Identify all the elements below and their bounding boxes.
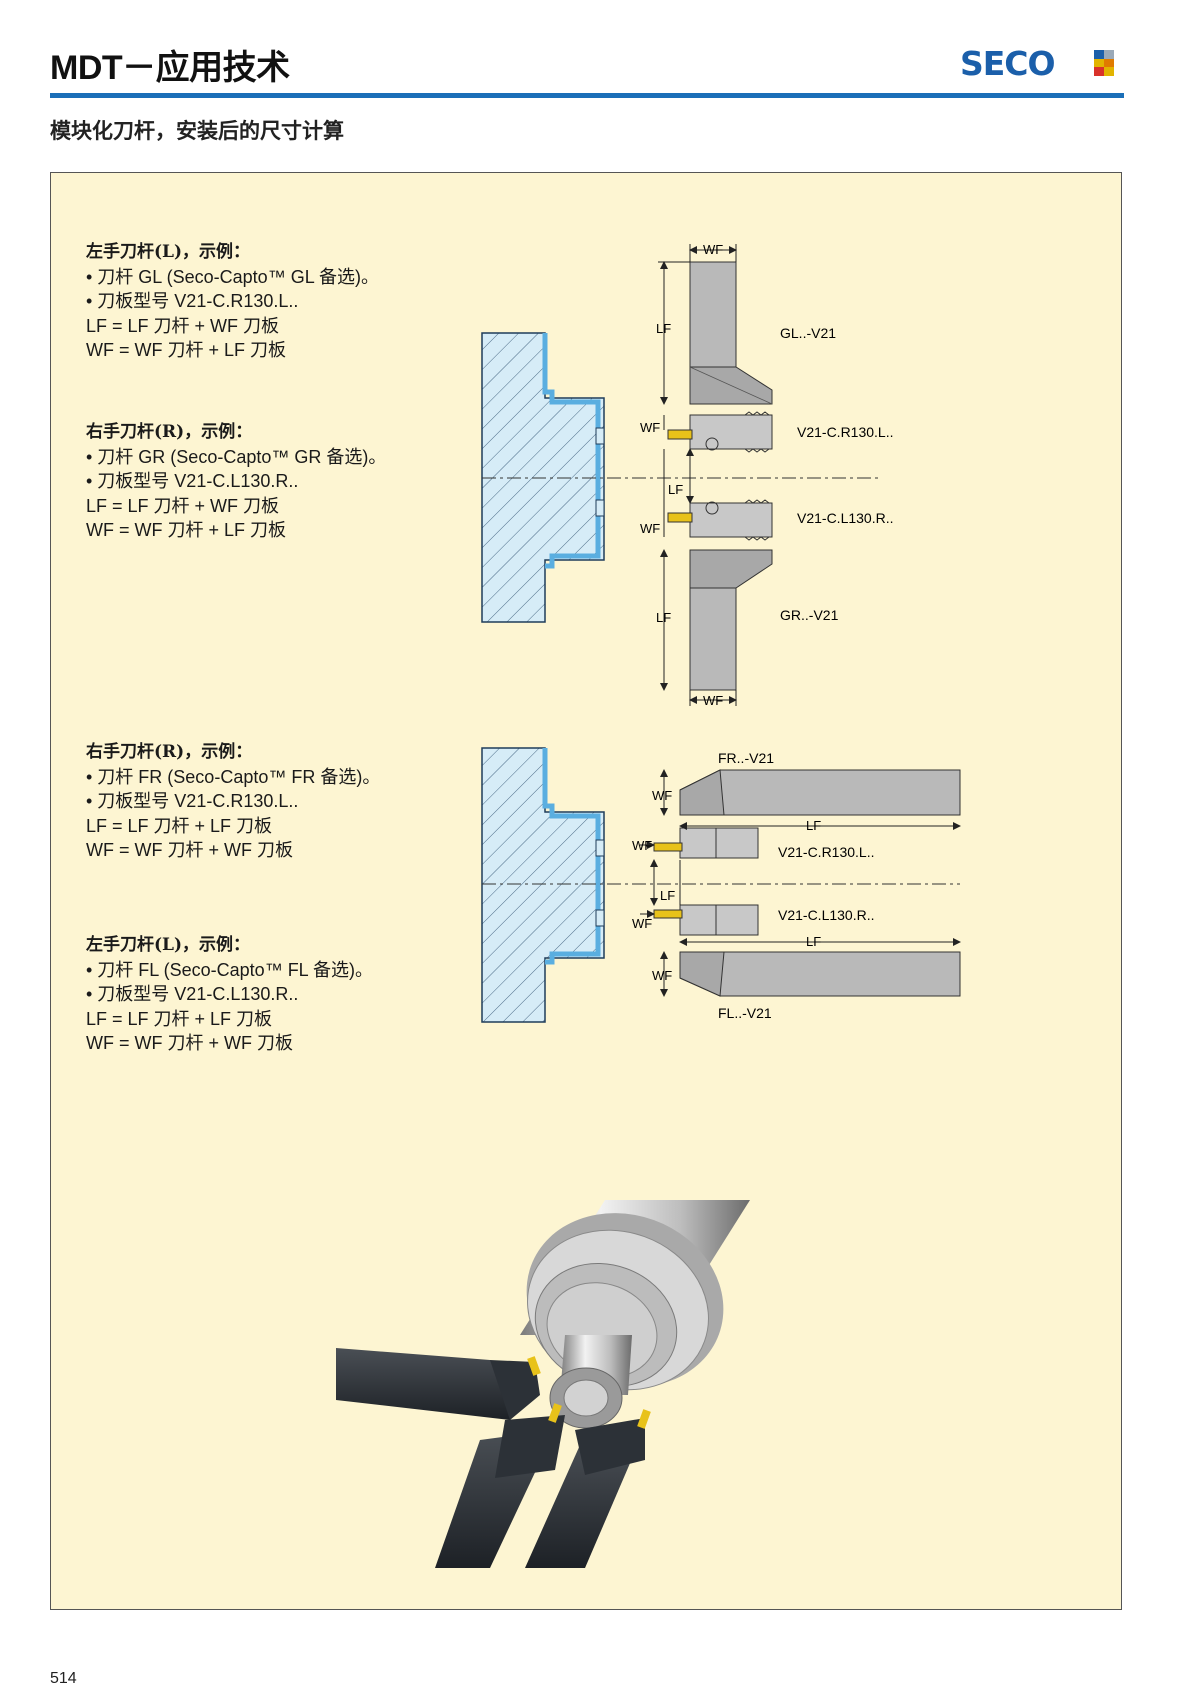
block-line: • 刀杆 GL (Seco-Capto™ GL 备选)。 <box>86 266 380 287</box>
logo-text: SECO <box>960 44 1056 83</box>
block-line: WF = WF 刀杆 + WF 刀板 <box>86 840 293 860</box>
label-insert-r-2: V21-C.R130.L.. <box>778 844 875 860</box>
block-line: WF = WF 刀杆 + LF 刀板 <box>86 520 287 540</box>
block-line: WF = WF 刀杆 + LF 刀板 <box>86 340 287 360</box>
block-heading: 右手刀杆(R)，示例： <box>86 422 253 442</box>
dim-wf-mid1-2: WF <box>632 838 652 853</box>
page-number: 514 <box>50 1670 77 1687</box>
dim-wf-top: WF <box>703 242 723 257</box>
label-fl: FL..-V21 <box>718 1005 772 1021</box>
block-line: • 刀杆 FR (Seco-Capto™ FR 备选)。 <box>86 766 381 787</box>
label-gr: GR..-V21 <box>780 607 839 623</box>
page-title: MDT－应用技术 <box>50 49 290 87</box>
block-line: LF = LF 刀杆 + LF 刀板 <box>86 1008 273 1029</box>
dim-lf-bot-2: LF <box>806 934 821 949</box>
dim-wf-mid2-2: WF <box>632 916 652 931</box>
dim-lf-mid-2: LF <box>660 888 675 903</box>
insert-l130r-2 <box>653 904 759 936</box>
logo-squares-icon <box>1094 50 1114 76</box>
dim-lf-mid: LF <box>668 482 683 497</box>
insert-l130r <box>667 499 773 541</box>
label-insert-l: V21-C.L130.R.. <box>797 510 894 526</box>
label-insert-r: V21-C.R130.L.. <box>797 424 894 440</box>
page-subtitle: 模块化刀杆，安装后的尺寸计算 <box>50 118 344 143</box>
label-insert-l-2: V21-C.L130.R.. <box>778 907 875 923</box>
tooling-illustration <box>336 1200 750 1568</box>
dim-wf-top-2: WF <box>652 788 672 803</box>
dim-wf-mid1: WF <box>640 420 660 435</box>
workpiece-2 <box>481 747 605 1023</box>
dim-lf-top: LF <box>656 321 671 336</box>
block-line: LF = LF 刀杆 + WF 刀板 <box>86 495 280 516</box>
block-heading: 左手刀杆(L)，示例： <box>86 242 251 262</box>
dim-wf-bot-2: WF <box>652 968 672 983</box>
dim-lf-top-2: LF <box>806 818 821 833</box>
insert-r130l <box>667 411 773 453</box>
block-line: LF = LF 刀杆 + WF 刀板 <box>86 315 280 336</box>
block-line: • 刀板型号 V21-C.R130.L.. <box>86 291 299 311</box>
fr-holder <box>679 769 961 816</box>
block-heading: 左手刀杆(L)，示例： <box>86 935 251 955</box>
gr-holder <box>689 549 773 691</box>
label-gl: GL..-V21 <box>780 325 836 341</box>
dim-wf-mid2: WF <box>640 521 660 536</box>
dimensions-1 <box>658 244 737 706</box>
dimensions-2 <box>640 769 961 997</box>
text-block-gr: 右手刀杆(R)，示例： • 刀杆 GR (Seco-Capto™ GR 备选)。… <box>86 420 386 543</box>
fl-holder <box>679 951 961 997</box>
block-line: • 刀杆 FL (Seco-Capto™ FL 备选)。 <box>86 959 374 980</box>
block-line: • 刀板型号 V21-C.L130.R.. <box>86 471 299 491</box>
label-fr: FR..-V21 <box>718 750 774 766</box>
block-heading: 右手刀杆(R)，示例： <box>86 742 253 762</box>
dim-wf-bot: WF <box>703 693 723 708</box>
text-block-fl: 左手刀杆(L)，示例： • 刀杆 FL (Seco-Capto™ FL 备选)。… <box>86 933 373 1056</box>
insert-r130l-2 <box>653 827 759 859</box>
text-block-gl: 左手刀杆(L)，示例： • 刀杆 GL (Seco-Capto™ GL 备选)。… <box>86 240 379 363</box>
gl-holder <box>689 261 773 405</box>
block-line: • 刀板型号 V21-C.R130.L.. <box>86 791 299 811</box>
block-line: LF = LF 刀杆 + LF 刀板 <box>86 815 273 836</box>
dim-lf-bot: LF <box>656 610 671 625</box>
block-line: • 刀板型号 V21-C.L130.R.. <box>86 984 299 1004</box>
block-line: WF = WF 刀杆 + WF 刀板 <box>86 1033 293 1053</box>
header-rule <box>50 93 1124 98</box>
block-line: • 刀杆 GR (Seco-Capto™ GR 备选)。 <box>86 446 387 467</box>
text-block-fr: 右手刀杆(R)，示例： • 刀杆 FR (Seco-Capto™ FR 备选)。… <box>86 740 380 863</box>
